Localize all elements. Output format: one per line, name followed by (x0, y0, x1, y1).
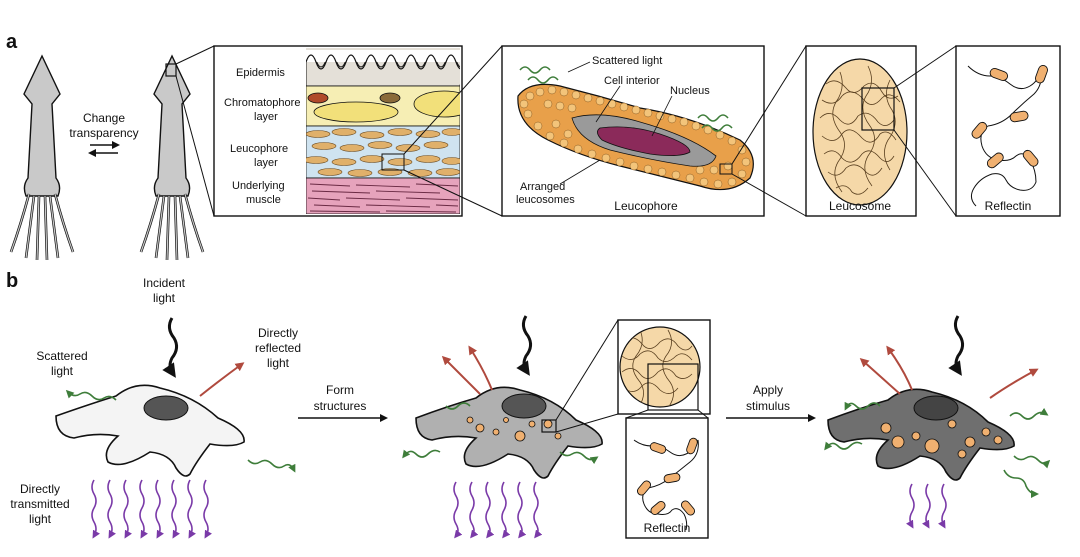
scattered-light-wave (445, 402, 471, 410)
leucosome-caption: Leucosome (829, 199, 891, 213)
zoom-line (893, 129, 957, 217)
zoom-line (893, 45, 957, 89)
reflected-light-arrow (989, 368, 1039, 399)
scattered-light-wave (1009, 407, 1049, 420)
zoom-line (625, 409, 649, 419)
epidermis-label: Epidermis (236, 67, 285, 79)
nucleus-label: Nucleus (670, 85, 710, 97)
scattered-light-wave (527, 76, 559, 84)
scattered-light-wave (559, 451, 599, 465)
incident-light-arrow (948, 315, 965, 376)
nucleus (597, 126, 691, 156)
cell-interior-label: Cell interior (604, 75, 660, 87)
leucophore-label: Leucophore (230, 143, 288, 155)
squid-opaque-illustration (9, 54, 75, 262)
change-label: Change (83, 111, 125, 125)
reflectin-panel: Reflectin (955, 45, 1061, 217)
reversible-arrow (88, 141, 120, 157)
scattered-light-wave (519, 66, 551, 74)
incident-light-label: light (153, 291, 176, 305)
zoom-line (175, 75, 215, 217)
scattered-light-wave (701, 124, 733, 132)
squid-zoom-box (165, 63, 177, 77)
leucosome-inset-b (617, 319, 711, 415)
reflectin-caption-b: Reflectin (644, 521, 691, 535)
reflected-light-arrow (199, 362, 245, 397)
reflected-light-arrow (859, 358, 901, 395)
scattered-light-wave (697, 114, 729, 122)
leucosome-panel: Leucosome (805, 45, 917, 217)
leucophore-layer-label: layer (254, 157, 278, 169)
transmitted-label: Directly (20, 482, 60, 496)
transmitted-light-waves (91, 479, 212, 539)
reflectin-caption-a: Reflectin (985, 199, 1032, 213)
incident-label: Incident (143, 276, 186, 290)
form-label: Form (326, 383, 354, 397)
incident-light-arrow (162, 317, 179, 378)
transmitted-light-label: light (29, 512, 52, 526)
muscle-label: muscle (246, 194, 281, 206)
scattered-light-label: Scattered light (592, 55, 662, 67)
zoom-line (731, 173, 807, 217)
panel-a-letter: a (6, 31, 18, 53)
reflectin-inset-b: Reflectin (625, 417, 709, 539)
reflected-light-arrow (441, 355, 481, 395)
scattered-light-wave (824, 441, 863, 451)
zoom-line (697, 409, 709, 419)
cell-opaque (827, 388, 1015, 481)
scattered-light-label-b: light (51, 364, 74, 378)
zoom-line (555, 413, 619, 433)
zoom-line (403, 45, 503, 155)
transmitted-label-2: transmitted (10, 497, 69, 511)
zoom-line (555, 319, 619, 421)
reflected-light-arrow (468, 345, 493, 391)
scattered-light-wave (402, 449, 441, 459)
incident-light-arrow (516, 315, 533, 376)
scattered-label: Scattered (36, 349, 87, 363)
reflected-light-arrow (886, 345, 913, 391)
scattered-light-wave (1003, 469, 1039, 498)
skin-layers-panel: Epidermis Chromatophore layer Leucophore… (213, 45, 463, 217)
leucosome-particle (812, 58, 908, 206)
leucosomes-label: leucosomes (516, 194, 575, 206)
scattered-light-wave (247, 459, 296, 473)
scattered-light-wave (65, 389, 117, 401)
transmitted-light-waves (453, 481, 543, 539)
zoom-line (175, 45, 215, 65)
zoom-line (731, 45, 807, 165)
underlying-label: Underlying (232, 180, 285, 192)
reflected-light-label: light (267, 356, 290, 370)
cell-transparent (55, 384, 245, 477)
transmitted-light-waves (906, 483, 947, 529)
reflected-label: Directly (258, 326, 298, 340)
scattered-light-wave (1013, 455, 1051, 469)
structures-label: structures (314, 399, 367, 413)
chromatophore-label: Chromatophore (224, 97, 300, 109)
stimulus-label: stimulus (746, 399, 790, 413)
zoom-line (403, 169, 503, 217)
muscle-layer (306, 177, 460, 214)
apply-label: Apply (753, 383, 783, 397)
leucophore-caption: Leucophore (614, 199, 678, 213)
scattered-light-wave (844, 401, 881, 411)
cell-forming-structures (415, 386, 603, 479)
transparency-label: transparency (69, 126, 138, 140)
chromatophore-layer-label: layer (254, 111, 278, 123)
reflected-label-2: reflected (255, 341, 301, 355)
reflectin-strand (967, 65, 1042, 207)
arranged-label: Arranged (520, 181, 565, 193)
leucophore-panel: Scattered light Cell interior Nucleus Ar… (501, 45, 765, 217)
panel-b-letter: b (6, 270, 18, 292)
squid-transparent-illustration (139, 54, 205, 262)
